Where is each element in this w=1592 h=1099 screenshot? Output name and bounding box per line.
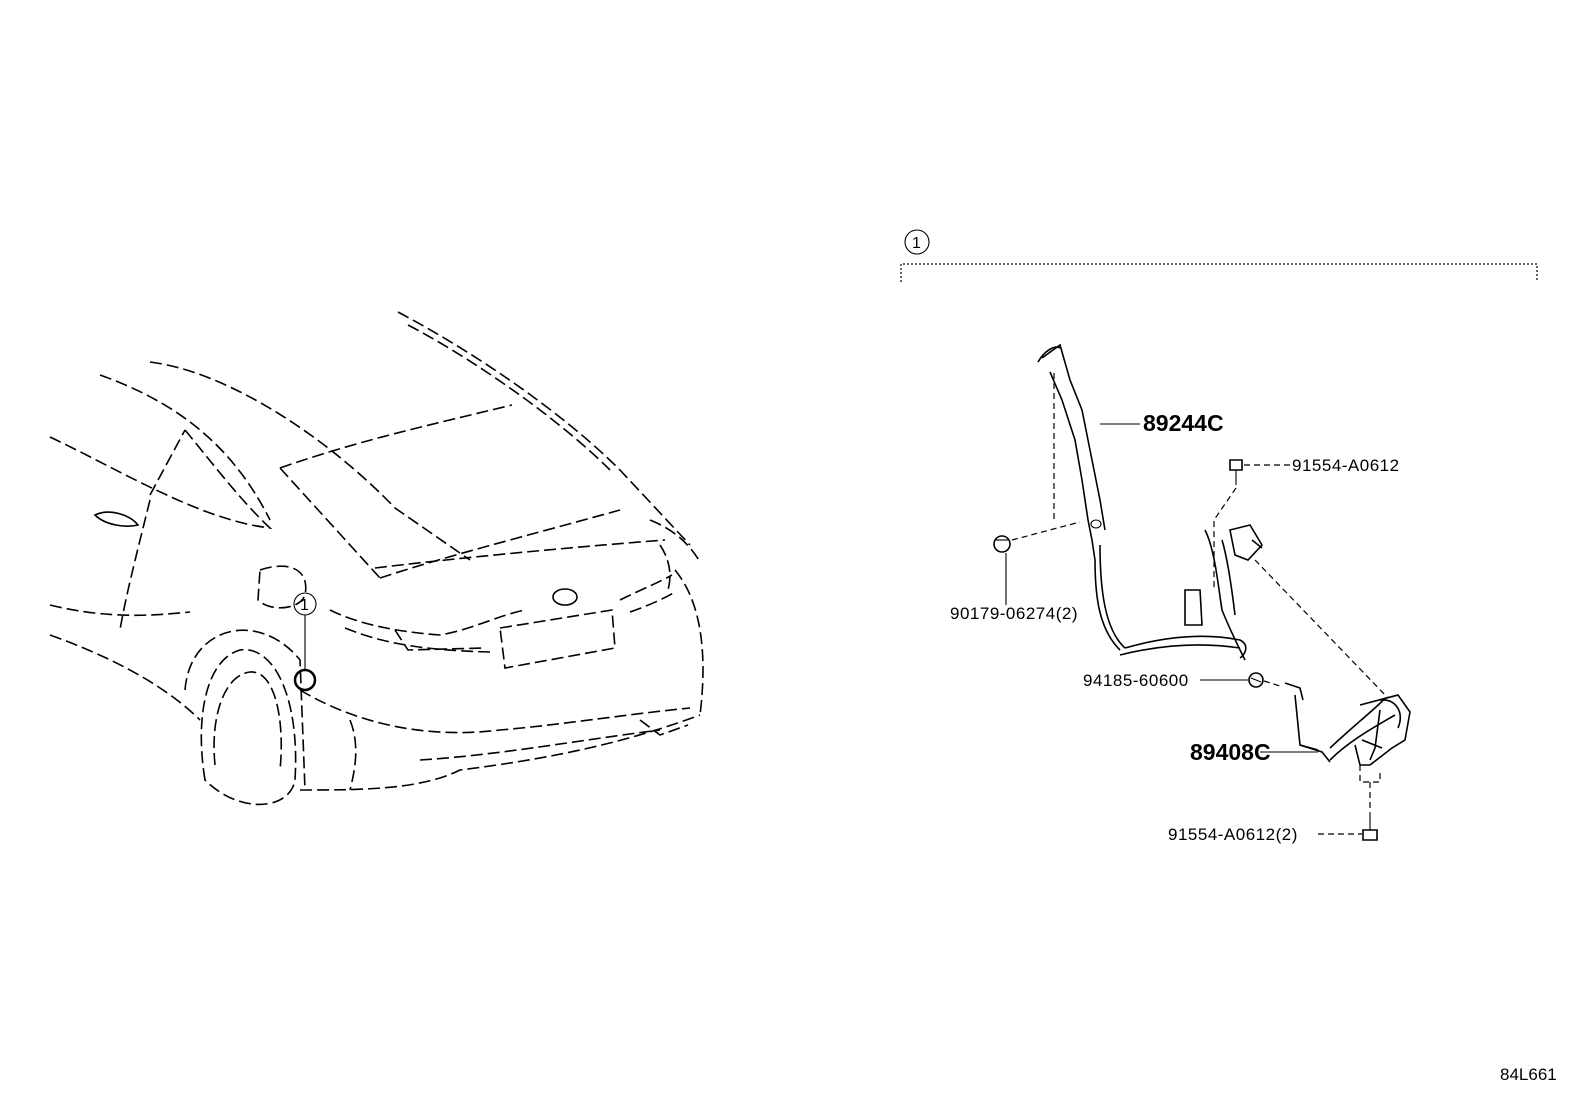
label-89408c: 89408C — [1190, 739, 1271, 765]
height-sensor-89408c — [1284, 682, 1411, 766]
label-90179-06274: 90179-06274(2) — [950, 604, 1078, 623]
label-89244c: 89244C — [1143, 410, 1224, 436]
label-94185-60600: 94185-60600 — [1083, 671, 1189, 690]
label-91554-a0612: 91554-A0612 — [1292, 456, 1400, 475]
clip-icon — [993, 535, 1011, 553]
callout-car-number: 1 — [300, 597, 309, 614]
nut-icon — [1248, 672, 1264, 688]
parts-illustration: 1 89244C 91554-A0612 — [900, 229, 1538, 844]
emblem-icon — [552, 588, 578, 606]
assembly-bracket — [900, 263, 1538, 282]
illustration-code: 84L661 — [1500, 1065, 1557, 1084]
callout-circle-main — [904, 229, 930, 255]
callout-main-number: 1 — [912, 235, 921, 252]
sensor-location-circle — [293, 668, 317, 692]
bolt-icon-top — [1229, 459, 1243, 485]
car-rear-view-illustration: 1 — [49, 311, 704, 806]
bolt-icon-bottom — [1362, 812, 1378, 841]
wire-harness-89244c — [1037, 343, 1263, 661]
label-91554-a0612-2: 91554-A0612(2) — [1168, 825, 1298, 844]
callout-circle-car — [293, 592, 317, 616]
